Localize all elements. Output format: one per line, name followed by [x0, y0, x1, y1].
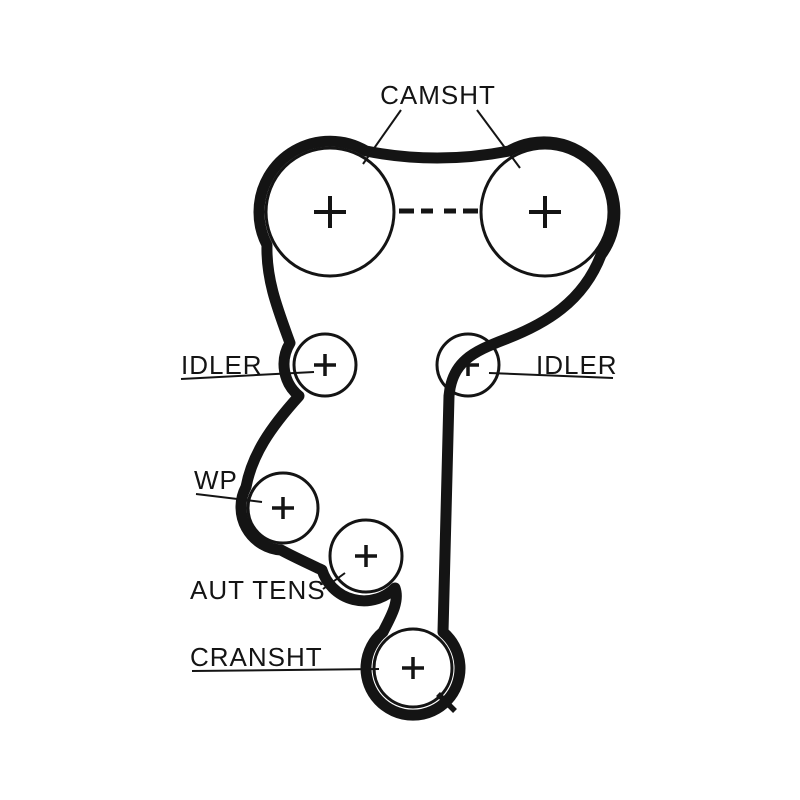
idler-left-plus-mark	[314, 354, 336, 376]
camshaft-leader-left	[362, 109, 402, 165]
tensioner-leader	[322, 572, 346, 590]
idler-left-label: IDLER	[181, 350, 263, 380]
water-pump-leader	[195, 493, 263, 503]
crankshaft-label: CRANSHT	[190, 642, 323, 672]
camshaft-label: CAMSHT	[380, 80, 496, 110]
idler-right-plus-mark	[457, 354, 479, 376]
crankshaft-plus-mark	[402, 657, 424, 679]
crankshaft-timing-mark	[436, 692, 457, 713]
water-pump-label: WP	[194, 465, 238, 495]
cam-right-plus-mark	[529, 196, 561, 228]
camshaft-leader-right	[476, 109, 521, 169]
crankshaft-leader	[191, 668, 380, 672]
pulley-center-marks	[314, 196, 561, 228]
cam-left-plus-mark	[314, 196, 346, 228]
idler-right-leader	[488, 372, 614, 379]
timing-belt-path	[235, 135, 621, 721]
tensioner-plus-mark	[355, 545, 377, 567]
idler-left-leader	[180, 371, 315, 380]
idler-right-label: IDLER	[536, 350, 618, 380]
tensioner-label: AUT TENS	[190, 575, 326, 605]
water-pump-plus-mark	[272, 497, 294, 519]
